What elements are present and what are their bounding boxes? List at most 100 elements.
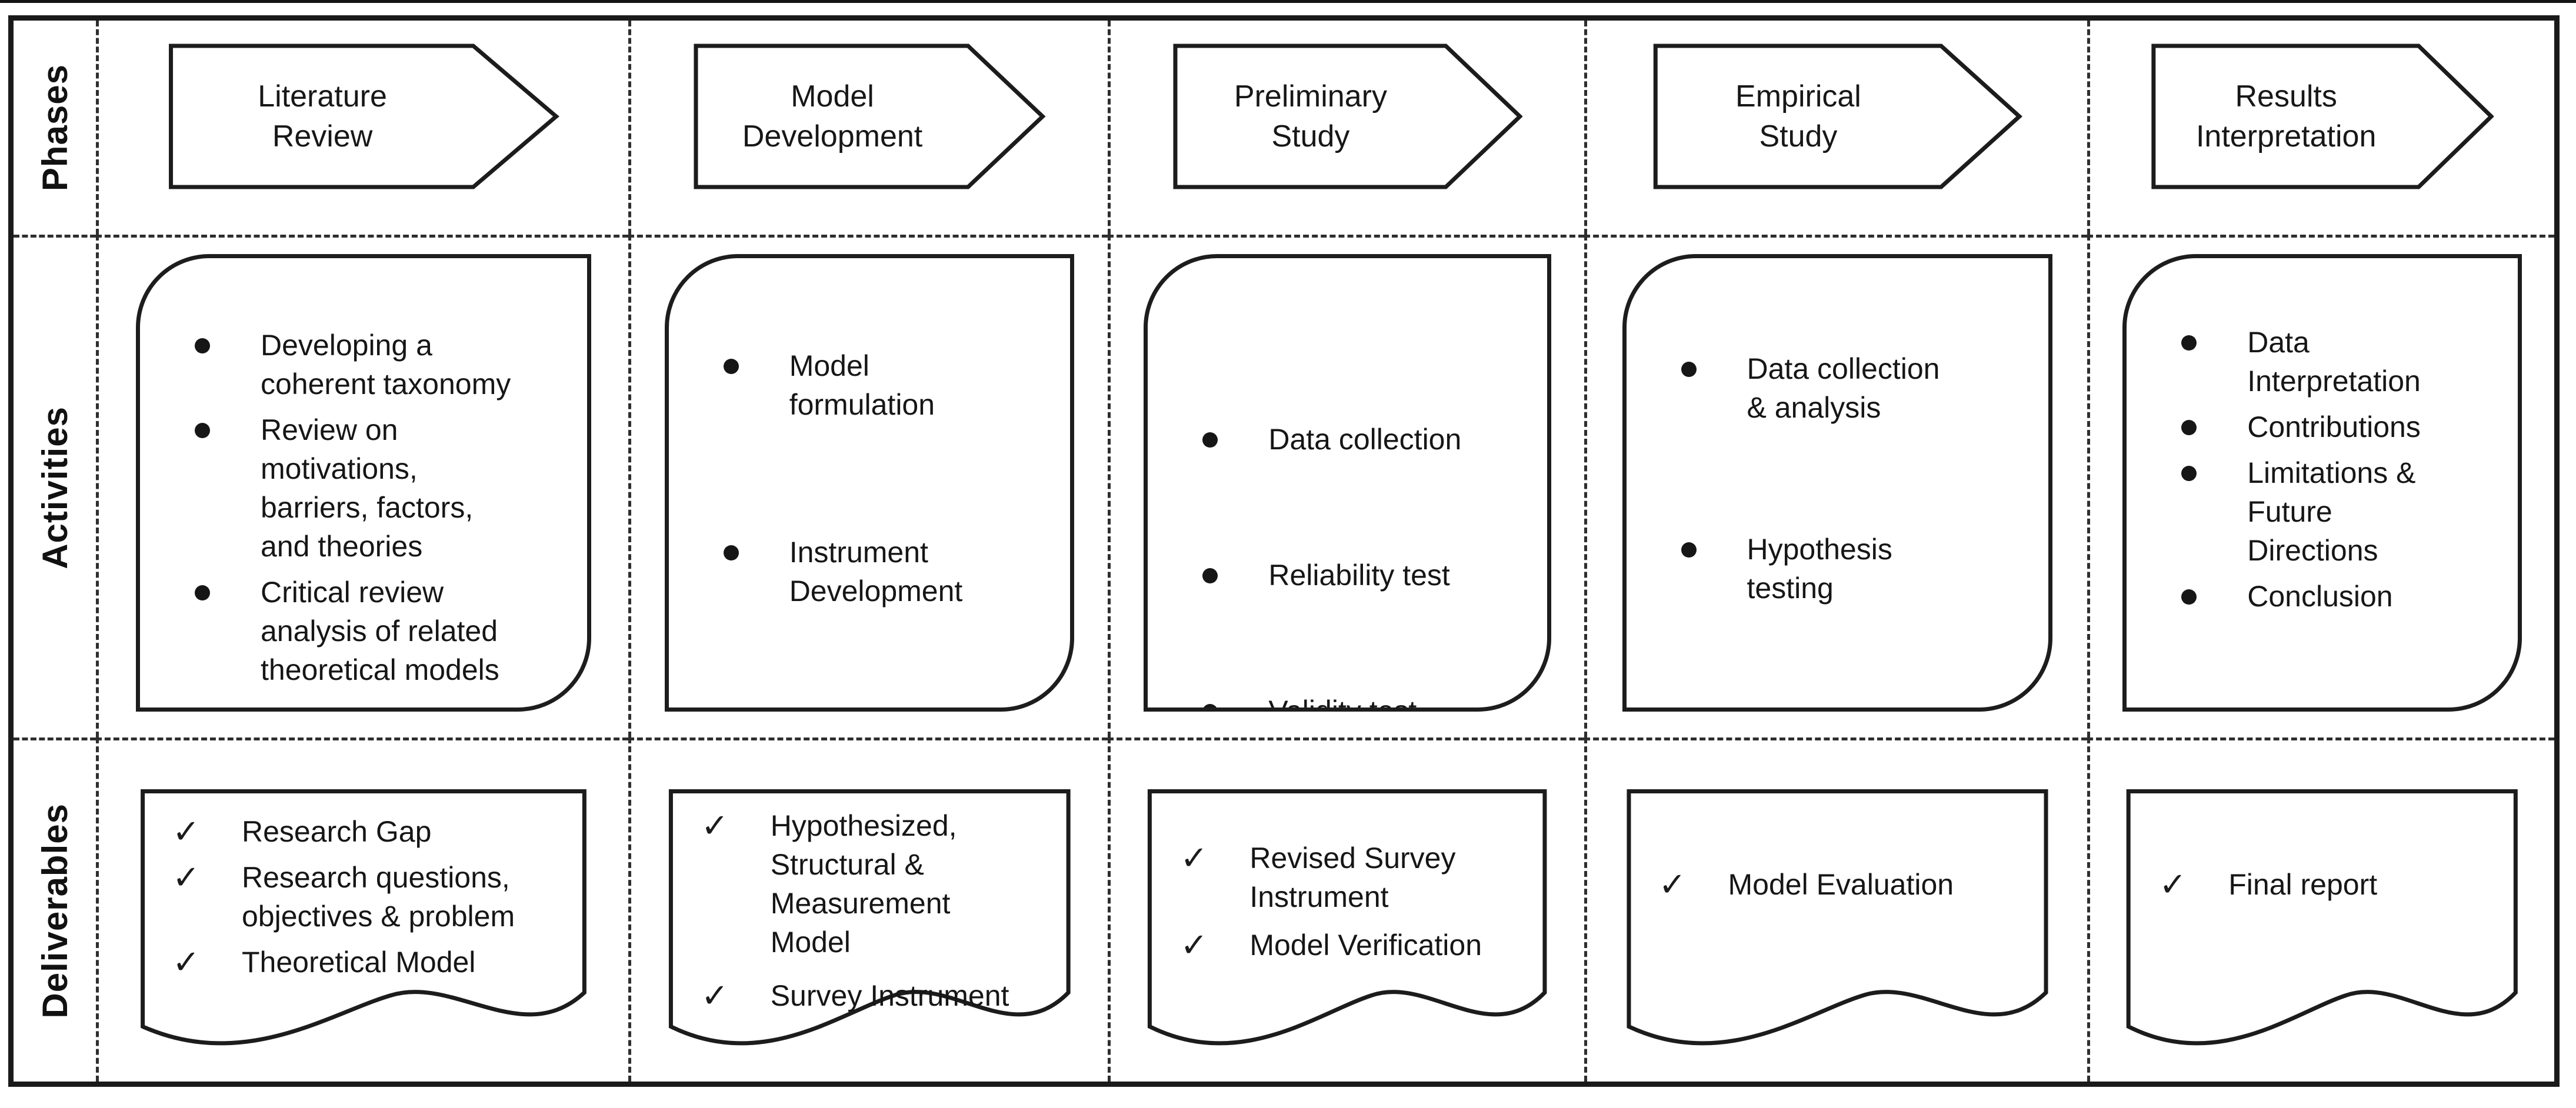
- phase-title: Empirical Study: [1652, 43, 1945, 190]
- deliverable-text: Theoretical Model: [242, 946, 476, 979]
- phase-title-line: Empirical: [1735, 79, 1861, 114]
- deliverables-document: ✓ Model Evaluation: [1622, 783, 2052, 1066]
- deliverable-text: Research questions, objectives & problem: [242, 861, 515, 933]
- phase-title: Results Interpretation: [2151, 43, 2422, 190]
- deliverables-list: ✓ Final report: [2122, 783, 2522, 904]
- phase-arrow-preliminary-study: Preliminary Study: [1172, 43, 1523, 190]
- document-shape: [136, 783, 591, 1066]
- check-icon: ✓: [1180, 839, 1208, 876]
- bullet-icon: [1681, 542, 1697, 558]
- phase-title-line: Study: [1759, 119, 1838, 153]
- activity-text: Data collection: [1268, 423, 1462, 456]
- phase-arrow-literature-review: Literature Review: [168, 43, 559, 190]
- check-icon: ✓: [701, 807, 729, 844]
- bullet-icon: [195, 338, 210, 353]
- document-shape: [665, 783, 1075, 1066]
- activities-box: Model formulation Instrument Development…: [664, 254, 1075, 712]
- check-icon: ✓: [1180, 926, 1208, 963]
- phase-title: Model Development: [693, 43, 972, 190]
- activity-item: Developing a coherent taxonomy: [172, 326, 569, 403]
- deliverables-cell-results-interpretation: ✓ Final report: [2087, 737, 2554, 1082]
- deliverable-text: Survey Instrument: [770, 979, 1009, 1012]
- phase-title-line: Model: [791, 79, 874, 114]
- bullet-icon: [2181, 335, 2197, 351]
- activity-text: Hypothesis testing: [1747, 533, 1892, 605]
- row-label-phases: Phases: [35, 64, 75, 192]
- activity-text: SEM analysis: [1747, 710, 2031, 712]
- phase-arrow-empirical-study: Empirical Study: [1652, 43, 2022, 190]
- row-label-activities: Activities: [35, 406, 75, 569]
- phase-cell-preliminary-study: Preliminary Study: [1108, 21, 1584, 235]
- phase-arrow-results-interpretation: Results Interpretation: [2151, 43, 2494, 190]
- bullet-icon: [2181, 466, 2197, 481]
- activity-item: SEM analysis: [1659, 710, 2031, 712]
- deliverable-item: ✓ Research questions, objectives & probl…: [159, 858, 576, 936]
- phase-title-line: Preliminary: [1234, 79, 1387, 114]
- phase-title-line: Literature: [258, 79, 387, 114]
- check-icon: ✓: [172, 859, 200, 896]
- deliverables-list: ✓ Revised Survey Instrument ✓ Model Veri…: [1144, 783, 1551, 965]
- activity-item: Model formulation: [701, 346, 1053, 424]
- phase-title-line: Study: [1271, 119, 1350, 153]
- deliverable-text: Model Verification: [1249, 929, 1482, 962]
- phase-title-line: Development: [742, 119, 923, 153]
- activity-item: Instrument Development: [701, 533, 1053, 610]
- activity-item: Validity test: [1180, 692, 1529, 712]
- activity-item: Critical review analysis of related theo…: [172, 573, 569, 689]
- phase-title: Preliminary Study: [1172, 43, 1449, 190]
- bullet-icon: [1202, 568, 1218, 583]
- check-icon: ✓: [1658, 866, 1687, 903]
- bullet-icon: [1202, 432, 1218, 448]
- deliverable-text: Research Gap: [242, 815, 432, 848]
- bullet-icon: [195, 423, 210, 438]
- activity-text: Review on motivations, barriers, factors…: [261, 413, 474, 563]
- document-shape: [1622, 783, 2052, 1066]
- activity-item: Review on motivations, barriers, factors…: [172, 411, 569, 566]
- activity-text: Developing a coherent taxonomy: [261, 329, 511, 401]
- row-label-deliverables-cell: Deliverables: [14, 737, 96, 1082]
- chevron-arrow-shape: [693, 43, 1045, 190]
- deliverables-document: ✓ Hypothesized, Structural & Measurement…: [665, 783, 1075, 1066]
- deliverable-item: ✓ Final report: [2146, 865, 2507, 904]
- activity-text: Data Interpretation: [2247, 326, 2421, 398]
- bullet-icon: [723, 359, 739, 374]
- activity-item: Data collection & analysis: [1659, 349, 2031, 427]
- activity-item: Data Interpretation: [2159, 323, 2500, 401]
- bullet-icon: [2181, 420, 2197, 435]
- activities-box: Data Interpretation Contributions Limita…: [2122, 254, 2522, 712]
- deliverables-cell-empirical-study: ✓ Model Evaluation: [1584, 737, 2087, 1082]
- activity-text: Instrument Development: [789, 536, 963, 608]
- activities-box: Data collection Reliability test Validit…: [1144, 254, 1551, 712]
- activity-text: Conclusion: [2247, 580, 2393, 613]
- phase-cell-literature-review: Literature Review: [96, 21, 628, 235]
- phase-cell-results-interpretation: Results Interpretation: [2087, 21, 2554, 235]
- activities-box: Developing a coherent taxonomy Review on…: [136, 254, 591, 712]
- row-label-activities-cell: Activities: [14, 235, 96, 737]
- activity-item: Data collection: [1180, 420, 1529, 459]
- deliverables-document: ✓ Final report: [2122, 783, 2522, 1066]
- deliverables-cell-literature-review: ✓ Research Gap ✓ Research questions, obj…: [96, 737, 628, 1082]
- chevron-arrow-shape: [1652, 43, 2022, 190]
- activity-text: Critical review analysis of related theo…: [261, 576, 499, 686]
- check-icon: ✓: [701, 977, 729, 1014]
- deliverable-text: Model Evaluation: [1728, 868, 1954, 901]
- activity-text: Contributions: [2247, 411, 2421, 443]
- check-icon: ✓: [172, 813, 200, 850]
- diagram-frame: Phases Literature Review Model Developme…: [8, 15, 2560, 1087]
- chevron-arrow-shape: [1172, 43, 1523, 190]
- activity-text: Validity test: [1268, 695, 1417, 712]
- deliverables-list: ✓ Model Evaluation: [1622, 783, 2052, 904]
- document-shape: [1144, 783, 1551, 1066]
- deliverable-item: ✓ Model Verification: [1167, 926, 1536, 965]
- row-label-phases-cell: Phases: [14, 21, 96, 235]
- phase-cell-model-development: Model Development: [628, 21, 1108, 235]
- deliverable-item: ✓ Survey Instrument: [688, 976, 1060, 1015]
- document-shape: [2122, 783, 2522, 1066]
- page-top-rule: [0, 0, 2576, 3]
- deliverables-cell-preliminary-study: ✓ Revised Survey Instrument ✓ Model Veri…: [1108, 737, 1584, 1082]
- check-icon: ✓: [172, 943, 200, 980]
- bullet-icon: [2181, 589, 2197, 605]
- activities-cell-literature-review: Developing a coherent taxonomy Review on…: [96, 235, 628, 737]
- phase-arrow-model-development: Model Development: [693, 43, 1045, 190]
